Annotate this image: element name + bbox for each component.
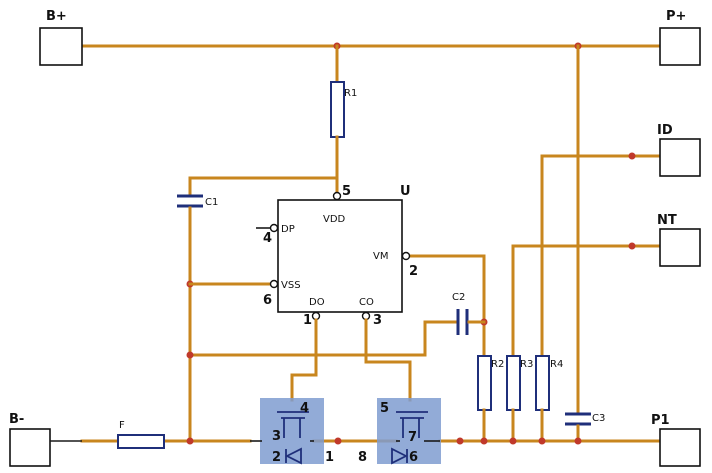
mosfet-left-pin4: 4 — [300, 401, 309, 416]
junction-label-8: 8 — [358, 450, 367, 465]
capacitor-c2: C2 — [188, 292, 486, 357]
capacitor-c1-label: C1 — [205, 197, 218, 208]
ic-pin-vm — [401, 251, 411, 261]
capacitor-c2-label: C2 — [452, 292, 465, 303]
ic-pin6-label: 6 — [263, 293, 272, 308]
terminal-p1-label: P1 — [651, 413, 670, 428]
capacitor-c3-label: C3 — [592, 413, 605, 424]
gate-lines — [290, 318, 412, 402]
ic-pin-do — [311, 311, 321, 321]
capacitor-c3: C3 — [565, 44, 605, 443]
mosfet-right-pin5: 5 — [380, 401, 389, 416]
terminal-nt-label: NT — [657, 213, 677, 228]
terminal-b-plus-label: B+ — [46, 9, 67, 24]
ic-co-label: CO — [359, 297, 374, 308]
terminal-id-label: ID — [657, 123, 673, 138]
nt-line — [511, 242, 662, 358]
resistor-r1-label: R1 — [344, 88, 357, 99]
ic-pin-vdd — [332, 191, 342, 201]
terminal-id: ID — [657, 123, 701, 177]
id-line — [540, 152, 662, 358]
fuse-label: F — [119, 420, 125, 431]
terminal-b-plus: B+ — [39, 9, 83, 66]
mosfet-right-pin6: 6 — [409, 450, 418, 465]
ic-pin4-label: 4 — [263, 231, 272, 246]
ic-pin-vss — [269, 279, 279, 289]
resistor-r2: R2 — [477, 355, 504, 443]
ic-vss-label: VSS — [281, 280, 301, 291]
resistor-r2-label: R2 — [491, 359, 504, 370]
vm-line — [407, 254, 488, 358]
ic-pin5-label: 5 — [342, 184, 351, 199]
ic-pin1-label: 1 — [303, 313, 312, 328]
resistor-r4-label: R4 — [550, 359, 563, 370]
mosfet-left-pin3: 3 — [272, 429, 281, 444]
mosfet-right-pin7: 7 — [408, 430, 417, 445]
ic-vm-label: VM — [373, 251, 388, 262]
terminal-p-plus-label: P+ — [666, 9, 686, 24]
ic-dp-label: DP — [281, 224, 295, 235]
ic-pin-co — [361, 311, 371, 321]
terminal-nt: NT — [657, 213, 701, 267]
bottom-rail — [80, 437, 662, 445]
ic-pin-dp — [269, 223, 279, 233]
protection-ic: U VDD VM DP VSS DO CO 5 2 4 6 1 3 — [263, 184, 418, 328]
terminal-p-plus: P+ — [659, 9, 701, 66]
fuse-f: F — [117, 420, 165, 449]
ic-vdd-label: VDD — [323, 214, 346, 225]
resistor-r3-label: R3 — [520, 359, 533, 370]
resistor-r1: R1 — [330, 44, 357, 194]
mosfet-left-pin1: 1 — [325, 450, 334, 465]
ic-pin2-label: 2 — [409, 264, 418, 279]
mosfet-charge: 5 7 6 — [377, 398, 441, 465]
top-rail — [80, 42, 662, 50]
mosfet-discharge: 4 3 2 1 — [250, 398, 334, 465]
ic-pin3-label: 3 — [373, 313, 382, 328]
capacitor-c1: C1 — [177, 176, 339, 443]
mosfet-left-pin2: 2 — [272, 450, 281, 465]
terminal-p1: P1 — [651, 413, 701, 467]
terminal-b-minus: B- — [9, 412, 82, 467]
terminal-b-minus-label: B- — [9, 412, 24, 427]
resistor-r4: R4 — [535, 355, 563, 443]
ic-ref-label: U — [400, 184, 411, 199]
ic-do-label: DO — [309, 297, 325, 308]
resistor-r3: R3 — [506, 355, 533, 443]
